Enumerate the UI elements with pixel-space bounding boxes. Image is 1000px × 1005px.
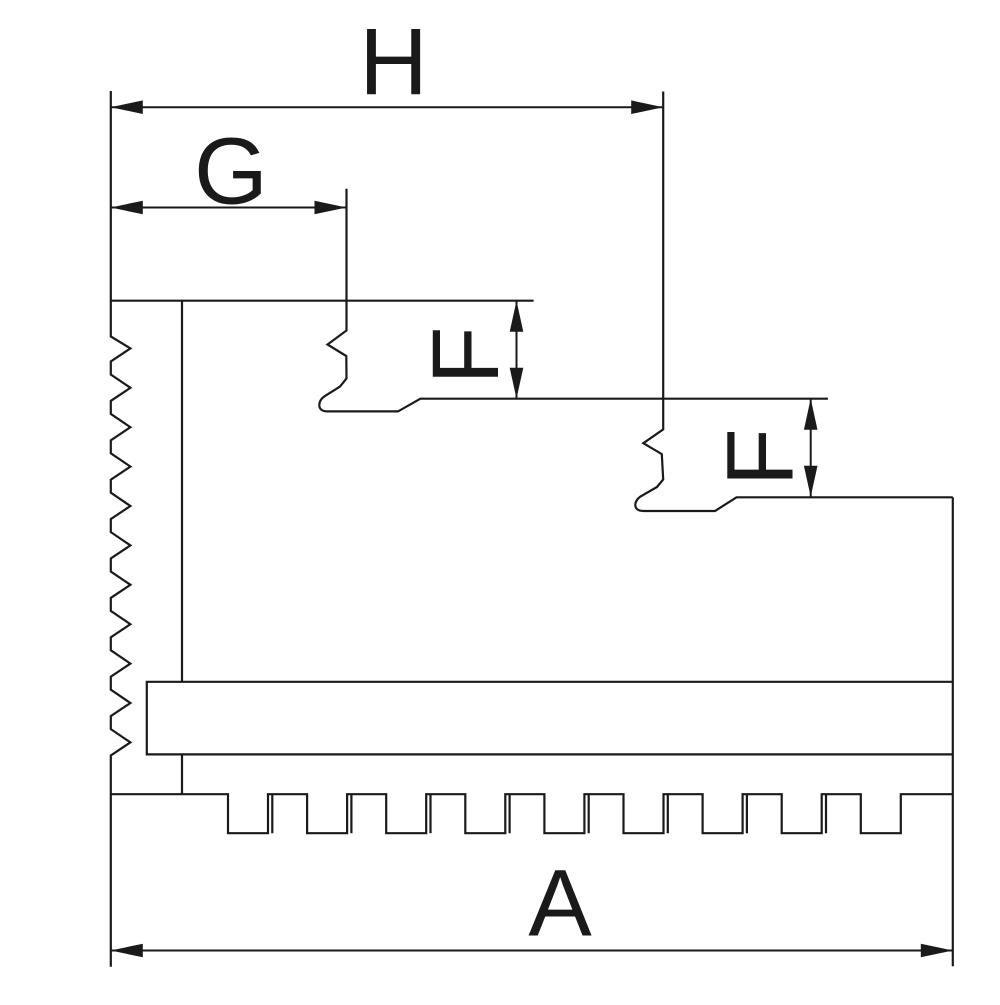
svg-text:H: H bbox=[359, 9, 428, 115]
svg-text:A: A bbox=[528, 851, 592, 957]
svg-text:G: G bbox=[194, 119, 268, 225]
svg-text:F: F bbox=[413, 326, 519, 384]
svg-text:F: F bbox=[708, 428, 814, 486]
